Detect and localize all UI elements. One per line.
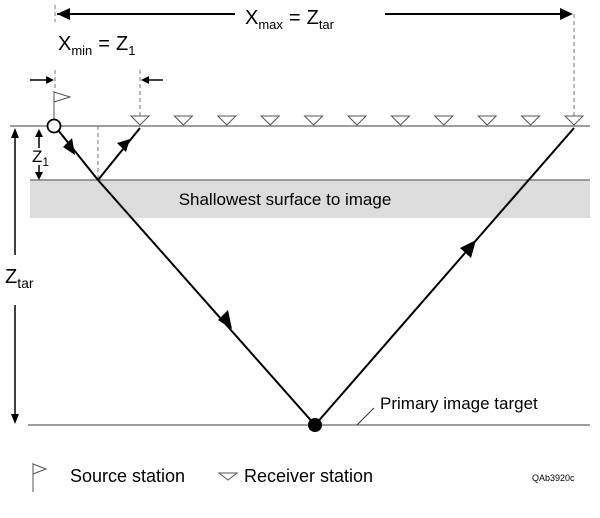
ztar-arrowhead-up xyxy=(11,128,19,138)
receiver-station-icon xyxy=(129,115,151,126)
xmin-arrowhead-left xyxy=(46,76,54,84)
ztar-left-label: Ztar xyxy=(5,266,34,291)
target-label: Primary image target xyxy=(380,394,538,413)
xmax-arrowhead-right xyxy=(560,8,573,20)
source-station xyxy=(46,118,62,134)
receiver-row xyxy=(129,115,585,126)
xmin-arrowhead-right xyxy=(141,76,149,84)
receiver-station-icon xyxy=(303,115,324,126)
source-flag-icon xyxy=(53,91,72,103)
xmax-arrowhead-left xyxy=(57,8,70,20)
ray-shallow-up xyxy=(97,127,141,181)
receiver-station-icon xyxy=(346,115,368,126)
ray-deep-down xyxy=(97,179,316,426)
shallow-band-label: Shallowest surface to image xyxy=(179,190,392,209)
target-leader-line xyxy=(356,407,375,426)
receiver-station-icon xyxy=(433,115,455,126)
ray-deep-up xyxy=(314,127,575,426)
xmax-label: Xmax=Ztar xyxy=(245,7,335,32)
z1-arrowhead-down xyxy=(35,172,43,180)
legend-receiver-label: Receiver station xyxy=(244,466,373,486)
receiver-station-icon xyxy=(259,115,281,126)
receiver-station-icon xyxy=(216,115,238,126)
ztar-arrowhead-down xyxy=(11,414,19,424)
receiver-station-icon xyxy=(390,115,411,126)
receiver-station-icon xyxy=(520,115,541,126)
z1-left-label: Z1 xyxy=(32,147,49,169)
figure-id: QAb3920c xyxy=(532,473,575,483)
ray-arrow-shallow-down xyxy=(63,138,75,155)
legend: Source station Receiver station xyxy=(32,463,373,492)
ray-arrow-deep-up xyxy=(460,240,476,258)
receiver-station-icon xyxy=(173,115,194,126)
z1-arrowhead-up xyxy=(35,129,43,137)
shallow-surface-band xyxy=(30,180,590,218)
legend-source-label: Source station xyxy=(70,466,185,486)
receiver-station-icon xyxy=(563,115,585,126)
ray-arrow-shallow-up xyxy=(117,139,130,152)
ray-arrow-deep-down xyxy=(218,310,232,329)
ray-shallow-down xyxy=(57,129,99,181)
target-point xyxy=(308,418,322,432)
legend-flag-icon xyxy=(32,463,48,475)
xmin-label: Xmin=Z1 xyxy=(58,33,135,58)
receiver-station-icon xyxy=(476,115,498,126)
legend-receiver-icon xyxy=(217,472,239,481)
